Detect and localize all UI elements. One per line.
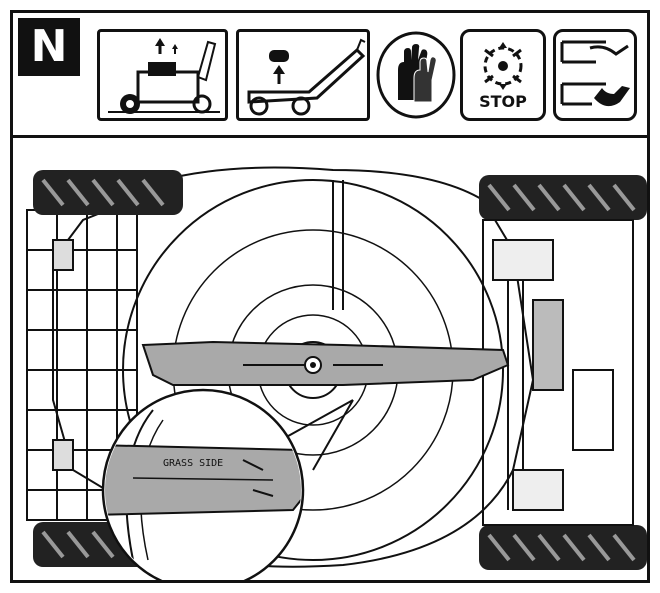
tilt-mower-icon (236, 29, 370, 121)
blade-side-label: GRASS SIDE (163, 458, 223, 469)
front-axle-frame (482, 219, 634, 526)
wheel-front-bottom (479, 525, 647, 570)
wheel-rear-top (33, 170, 183, 215)
instruction-header (10, 10, 650, 138)
hand-tools-icon (553, 29, 637, 121)
mower-underside-illustration: GRASS SIDE (13, 140, 647, 580)
step-badge: N (18, 18, 80, 76)
wheel-front-top (479, 175, 647, 220)
gloves-icon (374, 30, 458, 120)
blade-stop-icon: STOP (460, 29, 546, 121)
stop-label: STOP (479, 92, 527, 111)
blade (141, 340, 510, 386)
remove-spark-plug-icon (97, 29, 228, 121)
magnified-detail: GRASS SIDE (101, 388, 354, 580)
